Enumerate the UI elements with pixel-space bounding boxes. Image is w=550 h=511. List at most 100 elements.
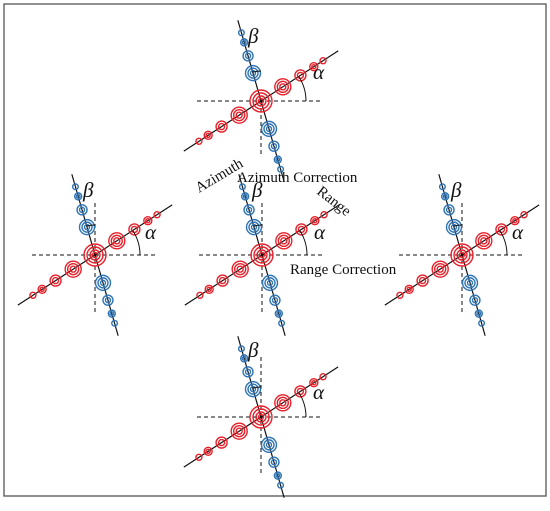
azimuth-marker-up-0-ring-1 xyxy=(247,383,259,395)
azimuth-marker-down-2-ring-0 xyxy=(273,155,283,164)
range-marker-left-0-ring-0 xyxy=(231,260,249,278)
azimuth-marker-up-2-ring-1 xyxy=(241,355,247,361)
azimuth-marker-down-0-ring-0 xyxy=(94,274,112,292)
beta-arc xyxy=(253,224,263,227)
alpha-arc xyxy=(132,230,141,256)
alpha-arc xyxy=(298,392,307,418)
range-marker-right-0-ring-0 xyxy=(274,78,292,96)
azimuth-marker-up-3-ring-0 xyxy=(238,183,246,191)
range-marker-left-0-ring-1 xyxy=(232,424,246,438)
azimuth-marker-up-2-ring-0 xyxy=(440,192,450,201)
center-target-ring-3 xyxy=(91,251,99,259)
range-marker-right-2-ring-1 xyxy=(312,217,318,224)
center-target-ring-3 xyxy=(458,251,466,259)
range-marker-right-2-ring-1 xyxy=(145,217,151,224)
outer-frame xyxy=(3,3,547,497)
range-marker-left-0-ring-1 xyxy=(66,262,80,276)
azimuth-marker-up-0-ring-2 xyxy=(250,223,258,231)
beta-label-bottom: β xyxy=(247,338,259,362)
range-marker-right-1-ring-0 xyxy=(128,223,141,236)
azimuth-marker-up-0-ring-2 xyxy=(450,223,458,231)
azimuth-marker-up-1-ring-0 xyxy=(443,204,455,216)
range-marker-left-0-ring-2 xyxy=(235,111,243,119)
azimuth-marker-up-1-ring-1 xyxy=(78,206,86,214)
azimuth-marker-down-1-ring-0 xyxy=(102,294,114,306)
azimuth-marker-up-1-ring-1 xyxy=(244,52,252,60)
azimuth-marker-up-0-ring-1 xyxy=(81,221,93,233)
azimuth-marker-down-2-ring-0 xyxy=(107,309,117,318)
azimuth-marker-up-0-ring-0 xyxy=(78,218,96,236)
range-marker-left-2-ring-1 xyxy=(206,286,212,293)
azimuth-correction-label: Azimuth Correction xyxy=(237,170,358,186)
azimuth-marker-down-3-ring-0 xyxy=(478,319,486,327)
range-marker-left-1-ring-0 xyxy=(216,274,229,287)
range-marker-left-2-ring-0 xyxy=(404,284,414,295)
alpha-label-left: α xyxy=(145,220,157,244)
azimuth-marker-up-0-ring-0 xyxy=(245,218,263,236)
azimuth-marker-down-3-ring-0 xyxy=(111,319,119,327)
azimuth-marker-down-1-ring-1 xyxy=(271,296,279,304)
range-marker-right-0-ring-2 xyxy=(279,83,287,91)
range-marker-left-1-ring-1 xyxy=(51,276,60,285)
azimuth-marker-down-0-ring-1 xyxy=(263,439,275,451)
azimuth-marker-down-1-ring-0 xyxy=(268,140,280,152)
azimuth-marker-up-2-ring-0 xyxy=(240,192,250,201)
center-target-ring-1 xyxy=(253,246,271,264)
azimuth-marker-up-0-ring-2 xyxy=(83,223,91,231)
range-marker-right-2-ring-0 xyxy=(143,215,153,226)
azimuth-marker-up-0-ring-1 xyxy=(247,67,259,79)
range-marker-left-0-ring-2 xyxy=(236,265,244,273)
azimuth-marker-up-2-ring-1 xyxy=(241,39,247,45)
range-marker-left-0-ring-2 xyxy=(436,265,444,273)
beta-label-right: β xyxy=(450,178,462,202)
alpha-label-top: α xyxy=(313,60,325,84)
azimuth-marker-down-0-ring-0 xyxy=(461,274,479,292)
range-marker-left-0-ring-2 xyxy=(235,427,243,435)
center-point xyxy=(93,253,97,257)
azimuth-marker-up-3-ring-0 xyxy=(237,29,245,37)
range-marker-right-2-ring-0 xyxy=(310,215,320,226)
range-marker-right-2-ring-1 xyxy=(311,63,317,70)
panel-left xyxy=(17,174,173,336)
range-marker-left-1-ring-0 xyxy=(215,436,228,449)
center-target-ring-2 xyxy=(256,249,268,261)
panel-top xyxy=(183,20,339,182)
range-marker-left-2-ring-0 xyxy=(203,130,213,141)
azimuth-marker-up-0-ring-0 xyxy=(244,380,262,398)
range-marker-right-3-ring-0 xyxy=(153,210,161,219)
azimuth-marker-down-3-ring-0 xyxy=(278,319,286,327)
center-target-ring-1 xyxy=(252,408,270,426)
azimuth-marker-up-2-ring-1 xyxy=(242,193,248,199)
beta-label-center: β xyxy=(251,178,263,202)
center-target-ring-2 xyxy=(255,95,267,107)
range-marker-right-3-ring-0 xyxy=(319,56,327,65)
azimuth-marker-down-2-ring-1 xyxy=(275,157,281,163)
range-marker-right-0-ring-1 xyxy=(477,234,491,248)
azimuth-marker-up-2-ring-0 xyxy=(239,354,249,363)
beta-label-top: β xyxy=(247,24,259,48)
range-marker-left-0-ring-1 xyxy=(232,108,246,122)
range-marker-right-2-ring-1 xyxy=(512,217,518,224)
azimuth-marker-down-0-ring-2 xyxy=(99,279,107,287)
azimuth-marker-down-0-ring-2 xyxy=(466,279,474,287)
azimuth-marker-down-0-ring-1 xyxy=(464,277,476,289)
alpha-label-bottom: α xyxy=(313,380,325,404)
center-point xyxy=(460,253,464,257)
range-marker-right-1-ring-0 xyxy=(295,223,308,236)
range-marker-left-1-ring-0 xyxy=(215,120,228,133)
center-target-ring-2 xyxy=(456,249,468,261)
range-marker-left-1-ring-1 xyxy=(217,438,226,447)
beta-label-left: β xyxy=(82,178,94,202)
azimuth-marker-up-1-ring-0 xyxy=(242,50,254,62)
azimuth-marker-down-1-ring-0 xyxy=(269,294,281,306)
range-marker-left-0-ring-2 xyxy=(69,265,77,273)
range-marker-right-0-ring-0 xyxy=(108,232,126,250)
center-target-ring-2 xyxy=(89,249,101,261)
azimuth-marker-down-2-ring-0 xyxy=(274,309,284,318)
alpha-arc xyxy=(299,230,308,256)
range-marker-right-1-ring-0 xyxy=(495,223,508,236)
alpha-arc xyxy=(298,76,307,102)
range-marker-right-0-ring-1 xyxy=(277,234,291,248)
center-point xyxy=(259,415,263,419)
range-marker-left-3-ring-0 xyxy=(196,291,204,300)
